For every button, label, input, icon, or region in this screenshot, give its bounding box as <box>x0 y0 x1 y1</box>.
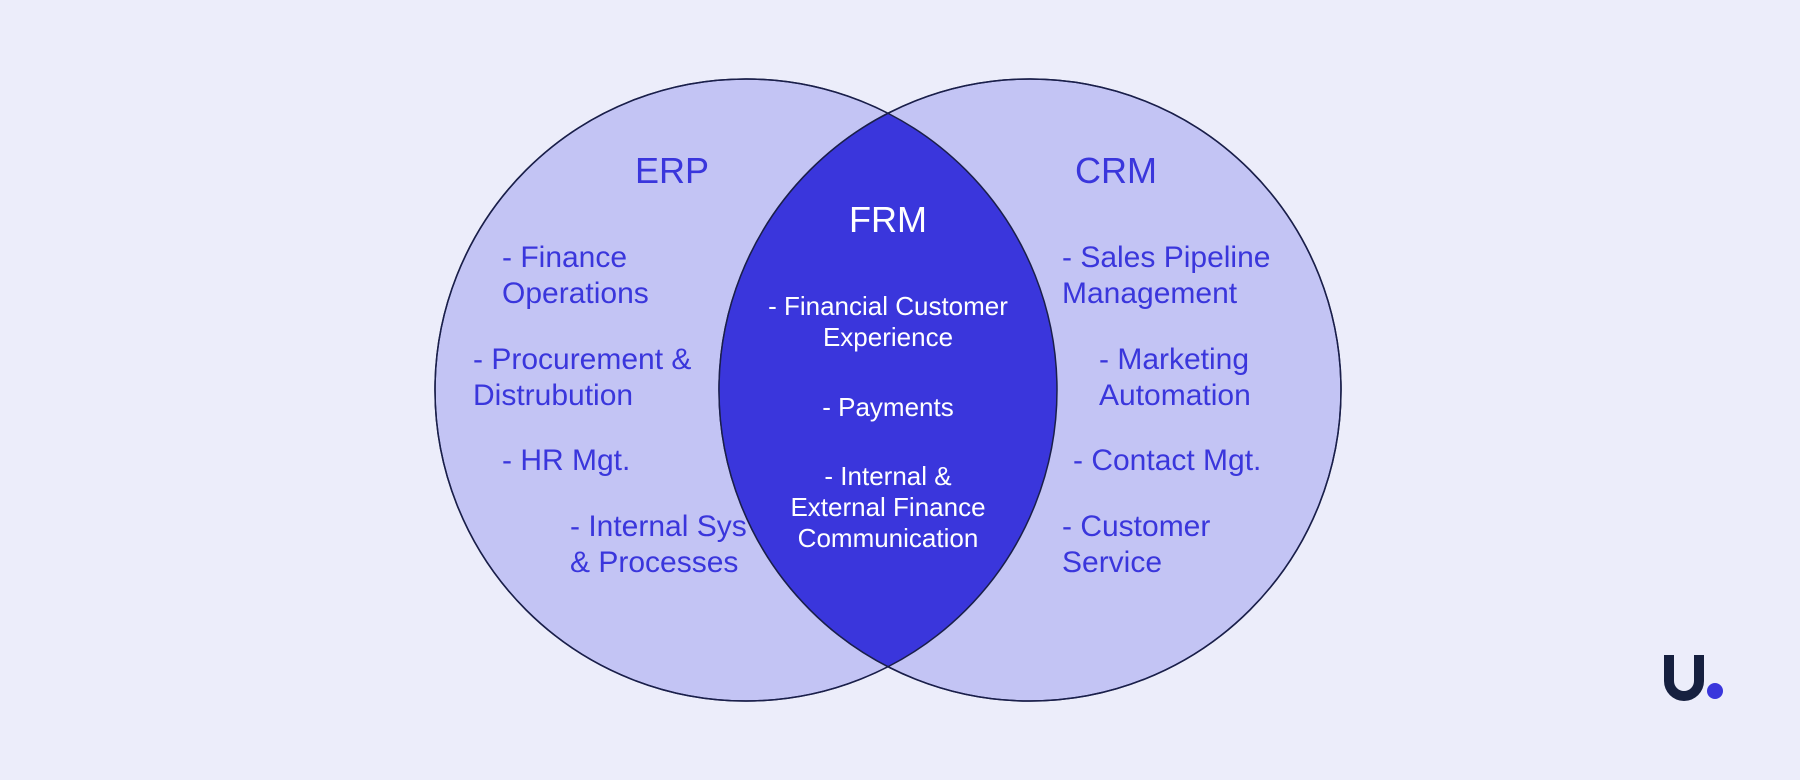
crm-item-sales-pipeline: - Sales Pipeline Management <box>1062 240 1270 312</box>
erp-item-procurement-line2: Distrubution <box>473 379 634 412</box>
erp-item-finance-operations-line1: - Finance <box>502 241 628 274</box>
frm-item-financial-cx-line1: - Financial Customer <box>768 291 1008 321</box>
crm-item-marketing-line1: - Marketing <box>1099 343 1250 376</box>
crm-item-customer-service-line1: - Customer <box>1062 510 1211 543</box>
crm-item-marketing-line2: Automation <box>1099 379 1251 412</box>
crm-item-marketing: - Marketing Automation <box>1099 342 1251 414</box>
erp-title: ERP <box>635 150 710 191</box>
frm-item-financial-cx: - Financial Customer Experience <box>738 291 1038 353</box>
frm-item-financial-cx-line2: Experience <box>822 322 954 352</box>
erp-item-procurement-line1: - Procurement & <box>473 343 692 376</box>
logo-u-shape <box>1664 655 1704 701</box>
erp-item-finance-operations: - Finance Operations <box>502 240 649 312</box>
crm-item-sales-pipeline-line2: Management <box>1062 277 1238 310</box>
crm-item-sales-pipeline-line1: - Sales Pipeline <box>1062 241 1271 274</box>
logo-dot <box>1707 683 1723 699</box>
crm-title: CRM <box>1075 150 1157 191</box>
crm-item-contact: - Contact Mgt. <box>1073 444 1262 477</box>
frm-item-finance-communication-line2: External Finance <box>790 492 986 522</box>
erp-item-internal-sys: - Internal Sys & Processes <box>570 509 752 581</box>
erp-item-finance-operations-line2: Operations <box>502 277 649 310</box>
erp-item-procurement: - Procurement & Distrubution <box>473 342 691 414</box>
erp-item-hr: - HR Mgt. <box>502 444 631 477</box>
erp-item-internal-sys-line1: - Internal Sys <box>570 510 747 543</box>
crm-item-customer-service: - Customer Service <box>1062 509 1210 581</box>
frm-intersection <box>719 79 1057 701</box>
frm-item-finance-communication: - Internal & External Finance Communicat… <box>758 461 1018 554</box>
erp-item-internal-sys-line2: & Processes <box>570 546 739 579</box>
frm-item-finance-communication-line1: - Internal & <box>824 461 952 491</box>
crm-item-customer-service-line2: Service <box>1062 546 1163 579</box>
erp-circle-outline <box>434 78 1058 702</box>
crm-circle-outline <box>718 78 1342 702</box>
frm-title: FRM <box>849 199 927 240</box>
frm-item-payments: - Payments <box>822 392 954 422</box>
frm-item-finance-communication-line3: Communication <box>797 523 979 553</box>
u-dot-logo-icon <box>1664 655 1723 701</box>
